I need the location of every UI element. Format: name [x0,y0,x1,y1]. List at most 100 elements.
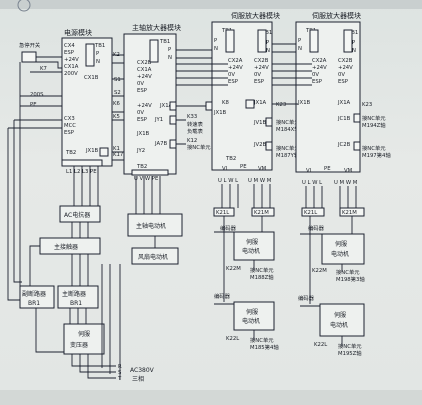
s2-motor2b: 电动机 [330,321,348,329]
s2-jc2b-connector [353,141,361,151]
pm-200v: 200V [64,71,78,77]
s2-k21l: K21L [304,210,317,216]
s2-tb1-r: TB1 [347,30,358,36]
estop-switch-icon [21,51,37,63]
sp-0v-2: 0V [137,110,144,116]
three-phase-label: 三相 [132,375,144,383]
sp-cx2b: CX2B [137,60,152,66]
s1-k8: K8 [222,100,229,106]
s1-k21m-box [251,207,275,217]
s1-0v: 0V [228,72,235,78]
s2-motor2-box [319,303,365,337]
s1-tb1-r: TB1 [261,30,272,36]
s1-uvwm: U M W M [248,178,272,184]
sp-tb1: TB1 [159,39,170,45]
pm-p24: +24V [64,57,79,63]
sp-k1: K1 [113,146,120,152]
s2-motor-wiring [300,216,353,346]
s2-jx1a: JX1A [337,100,351,106]
s1-n: N [214,46,218,52]
servo2-motors: 编码器 伺服 电动机 K22M 接NC单元 M198第3轴 编码器 伺服 电动机… [298,216,365,357]
pm-p: P [96,51,100,57]
spindle-motor-group: 主轴电动机 风扇电动机 [127,176,183,265]
s1-esp: ESP [228,79,239,85]
main-contactor-label: 主接触器 [54,243,78,251]
s1-motor-wiring [214,216,263,340]
binding-ring-icon [17,0,31,12]
s2-0v: 0V [312,72,319,78]
servo-transformer-box [63,323,105,355]
s1-m185: M185第4轴 [250,343,279,351]
spindle-supply-leads [101,264,121,380]
sp-24v: +24V [137,74,152,80]
pm-cx3: CX3 [64,116,75,122]
s1-to-nc-a: 接NC单元 [276,118,300,126]
spindle-amplifier-module: 主轴放大器模块 TB1 P N K2 CX2B CX1A +24V 0V ESP… [113,23,181,182]
s1-0v-r: 0V [254,72,261,78]
servo1-title: 伺服放大器模块 [231,11,280,20]
page-top-edge [0,0,422,9]
sp-jx1b: JX1B [136,131,150,137]
s2-k21m: K21M [342,210,357,216]
k33-label: K33 [187,114,197,120]
spindle-motor-label: 主轴电动机 [136,222,166,230]
pe-label: PE [30,102,37,108]
pm-n: N [96,59,100,65]
sp-n: N [168,55,172,61]
servo-amplifier-module-1: 伺服放大器模块 TB1 TB1 P N P N CX2A +24V 0V ESP… [211,11,300,171]
rst-leads [71,354,116,379]
sp-jy2: JY2 [136,148,145,154]
sp-jx1a-connector [169,101,177,111]
s2-vm: VM [344,168,353,174]
pm-cx1a: CX1A [64,64,79,70]
sp-s1: S1 [114,77,121,83]
pm-tb2-terminal [61,159,103,167]
sp-tb1-connector [149,39,159,63]
pm-esp2: ESP [64,130,75,136]
s1-motor1-box [233,231,275,261]
s1-tb1r-connector [257,29,267,53]
s1-pe: PE [240,164,247,170]
s2-output-leads [305,186,357,208]
spindle-motor-leads [135,176,161,214]
200s-label: 200S [30,92,44,98]
pm-mcc: MCC [64,123,76,129]
s1-to-nc-d: 接NC单元 [250,336,274,344]
s2-m194: M194Z轴 [362,121,386,129]
s2-uvwm: U M W M [334,180,358,186]
k7-label: K7 [40,66,47,72]
transformer-label-1: 伺服 [78,330,90,338]
power-supply-module: 电源模块 TB1 P N CX1B CX4 ESP +24V CX1A 200V… [61,28,113,175]
main-breaker-label: 主断路器 [62,290,86,298]
s2-tb1-connector [309,29,319,53]
s1-uvw: U L W L [218,178,238,184]
s2-m197: M197第4轴 [362,151,391,159]
sp-jy1: JY1 [154,117,163,123]
s2-esp: ESP [312,79,323,85]
s1-to-nc-c: 接NC单元 [250,266,274,274]
main-br1-label: BR1 [70,300,82,307]
spindle-module-title: 主轴放大器模块 [132,23,181,32]
pm-tb1-connector [85,43,95,67]
breaker-to-transformer [35,308,87,353]
s2-cx2a: CX2A [312,58,327,64]
pm-tb1: TB1 [94,43,105,49]
s2-encoder2: 编码器 [298,294,315,302]
contactor-to-breakers [29,245,89,286]
sp-p: P [168,47,172,53]
s2-esp-r: ESP [338,79,349,85]
reactor-to-contactor [71,222,89,238]
s2-jc1b-connector [353,113,361,123]
s2-k22l: K22L [314,342,327,348]
sp-cx1a: CX1A [137,67,152,73]
s1-motor2: 伺服 [246,308,258,316]
s1-esp-r: ESP [254,79,265,85]
sp-k17: K17 [113,152,123,158]
estop-label: 急停开关 [19,41,41,49]
sp-s2: S2 [114,90,121,96]
pm-jx1b-connector [99,147,109,157]
s1-jx1a-connector [245,99,255,109]
s1-m187: M187Y轴 [276,151,299,159]
